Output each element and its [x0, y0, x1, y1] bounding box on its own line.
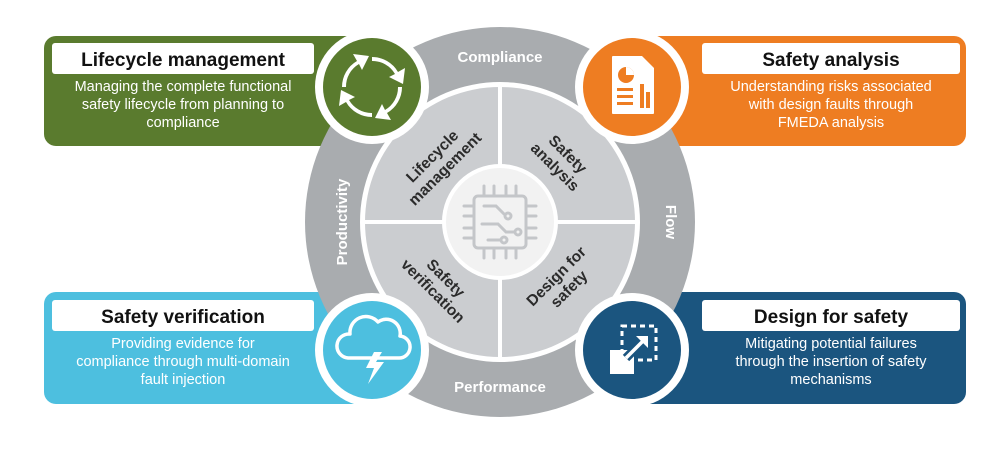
panel-lifecycle-desc-2: safety lifecycle from planning to	[82, 97, 284, 113]
panel-design-title: Design for safety	[754, 307, 909, 328]
panel-analysis-desc-2: with design faults through	[748, 97, 913, 113]
panel-design-desc-1: Mitigating potential failures	[745, 336, 917, 352]
panel-lifecycle-title: Lifecycle management	[81, 50, 285, 71]
panel-lifecycle-management: Lifecycle management Managing the comple…	[44, 36, 374, 146]
expand-arrow-icon	[575, 293, 689, 407]
ring-label-compliance: Compliance	[457, 49, 542, 66]
ring-label-productivity: Productivity	[334, 178, 351, 265]
ring-label-flow: Flow	[662, 205, 679, 239]
panel-design-for-safety: Design for safety Mitigating potential f…	[628, 292, 966, 404]
panel-safety-analysis: Safety analysis Understanding risks asso…	[628, 36, 966, 146]
panel-safety-verification: Safety verification Providing evidence f…	[44, 292, 374, 404]
panel-verification-desc-1: Providing evidence for	[111, 336, 255, 352]
center-disc	[446, 168, 554, 276]
panel-verification-title: Safety verification	[101, 307, 265, 328]
panel-verification-desc-2: compliance through multi-domain	[76, 354, 290, 370]
report-icon	[575, 30, 689, 144]
panel-analysis-desc-3: FMEDA analysis	[778, 115, 884, 131]
panel-analysis-desc-1: Understanding risks associated	[730, 79, 932, 95]
cloud-lightning-icon	[315, 293, 429, 407]
cycle-arrows-icon	[315, 30, 429, 144]
panel-verification-desc-3: fault injection	[141, 372, 226, 388]
panel-design-desc-2: through the insertion of safety	[735, 354, 927, 370]
panel-design-desc-3: mechanisms	[790, 372, 871, 388]
panel-lifecycle-desc-1: Managing the complete functional	[75, 79, 292, 95]
ring-label-performance: Performance	[454, 379, 546, 396]
panel-lifecycle-desc-3: compliance	[146, 115, 219, 131]
chip-icon	[462, 184, 538, 260]
panel-analysis-title: Safety analysis	[762, 50, 899, 71]
